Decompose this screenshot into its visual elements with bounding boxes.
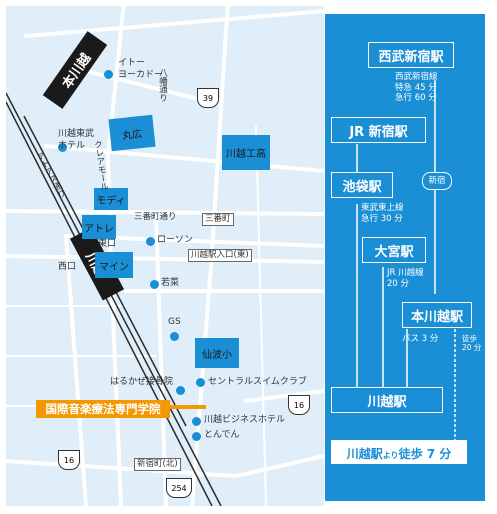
route-lines: [356, 80, 456, 444]
hotel-east-dot: [58, 143, 67, 152]
route-note-walk-hon: 徒歩 20 分: [462, 334, 482, 353]
label-nishiguchi: 西口: [58, 262, 77, 272]
school-marker: [170, 405, 206, 409]
route-note-shinjuku-line-box: 新宿: [422, 172, 452, 190]
road-16a-label: 16: [293, 400, 305, 410]
school-label[interactable]: 国際音楽療法専門学院: [36, 400, 170, 418]
road-shield-16a: 16: [288, 395, 310, 415]
label-tonden: とんでん: [204, 430, 240, 440]
ito-dot: [104, 70, 113, 79]
route-note-seibu: 西武新宿線 特急 45 分 急行 60 分: [395, 72, 438, 104]
block-modi-label: モディ: [96, 195, 126, 207]
route-station-honkawagoe[interactable]: 本川越駅: [402, 302, 472, 328]
road-shield-16b: 16: [58, 450, 80, 470]
map-canvas: [6, 6, 324, 506]
route-station-seibu-shinjuku[interactable]: 西武新宿駅: [368, 42, 454, 68]
route-station-kawagoe-label: 川越駅: [367, 394, 407, 410]
route-footer-pre: 川越駅: [346, 447, 383, 461]
route-note-jr: JR 川越線 20 分: [387, 268, 424, 289]
route-station-omiya-label: 大宮駅: [374, 244, 414, 260]
label-business: 川越ビジネスホテル: [204, 415, 286, 425]
road-16b-label: 16: [63, 455, 75, 465]
route-station-honkawagoe-label: 本川越駅: [410, 309, 463, 325]
street-hachiman: 八幡通り: [157, 68, 168, 102]
road-39-label: 39: [202, 93, 214, 103]
wakana-dot: [150, 280, 159, 289]
street-ekiiriguchi: 川越駅入口(東): [188, 249, 252, 262]
label-lawson: ローソン: [157, 235, 194, 245]
route-footer-small: より: [382, 451, 399, 460]
street-shinjuku-kita: 新宿町(北): [134, 458, 181, 471]
block-marumiro-label: 丸広: [121, 128, 143, 142]
block-atre: アトレ: [82, 215, 116, 239]
route-station-seibu-shinjuku-label: 西武新宿駅: [378, 49, 444, 65]
street-sanban-crossing: 三番町: [202, 213, 234, 226]
label-higashiguchi: 東口: [98, 239, 117, 249]
route-note-bus: バス 3 分: [402, 334, 439, 344]
harukaze-dot: [176, 386, 185, 395]
route-note-tojo: 東武東上線 急行 30 分: [361, 203, 404, 224]
tonden-dot: [192, 432, 201, 441]
label-central: セントラルスイムクラブ: [208, 377, 307, 387]
route-station-jr-shinjuku[interactable]: JR 新宿駅: [331, 117, 426, 143]
block-mine: マイン: [95, 252, 133, 278]
route-station-ikebukuro[interactable]: 池袋駅: [331, 172, 393, 198]
label-gs: GS: [168, 317, 181, 327]
business-dot: [192, 417, 201, 426]
gs-dot: [170, 332, 179, 341]
route-station-kawagoe[interactable]: 川越駅: [331, 387, 443, 413]
block-senba: 仙波小: [195, 338, 239, 368]
block-modi: モディ: [94, 188, 128, 210]
road-shield-39: 39: [197, 88, 219, 108]
route-footer-post: 徒歩 7 分: [398, 447, 452, 461]
road-shield-254: 254: [166, 478, 192, 498]
route-footer: 川越駅 より 徒歩 7 分: [331, 440, 467, 464]
block-atre-label: アトレ: [84, 223, 114, 235]
label-ito: イトー ヨーカドー: [118, 58, 164, 80]
route-note-shinjuku-line: 新宿: [428, 175, 446, 186]
label-harukaze: はるかぜ接骨院: [110, 377, 174, 387]
route-station-ikebukuro-label: 池袋駅: [342, 179, 382, 195]
lawson-dot: [146, 237, 155, 246]
block-senba-label: 仙波小: [202, 349, 232, 361]
block-kogyo: 川越工高: [222, 135, 270, 170]
street-sanban: 三番町通り: [134, 212, 177, 222]
label-wakana: 若菜: [161, 278, 180, 288]
block-kogyo-label: 川越工高: [226, 149, 266, 160]
central-dot: [196, 378, 205, 387]
route-station-omiya[interactable]: 大宮駅: [362, 237, 426, 263]
block-mine-label: マイン: [99, 261, 129, 273]
road-254-label: 254: [171, 483, 187, 493]
label-hotel-east: 川越東武 ホテル: [58, 129, 95, 151]
route-station-jr-shinjuku-label: JR 新宿駅: [349, 124, 408, 140]
block-marumiro: 丸広: [108, 114, 156, 152]
